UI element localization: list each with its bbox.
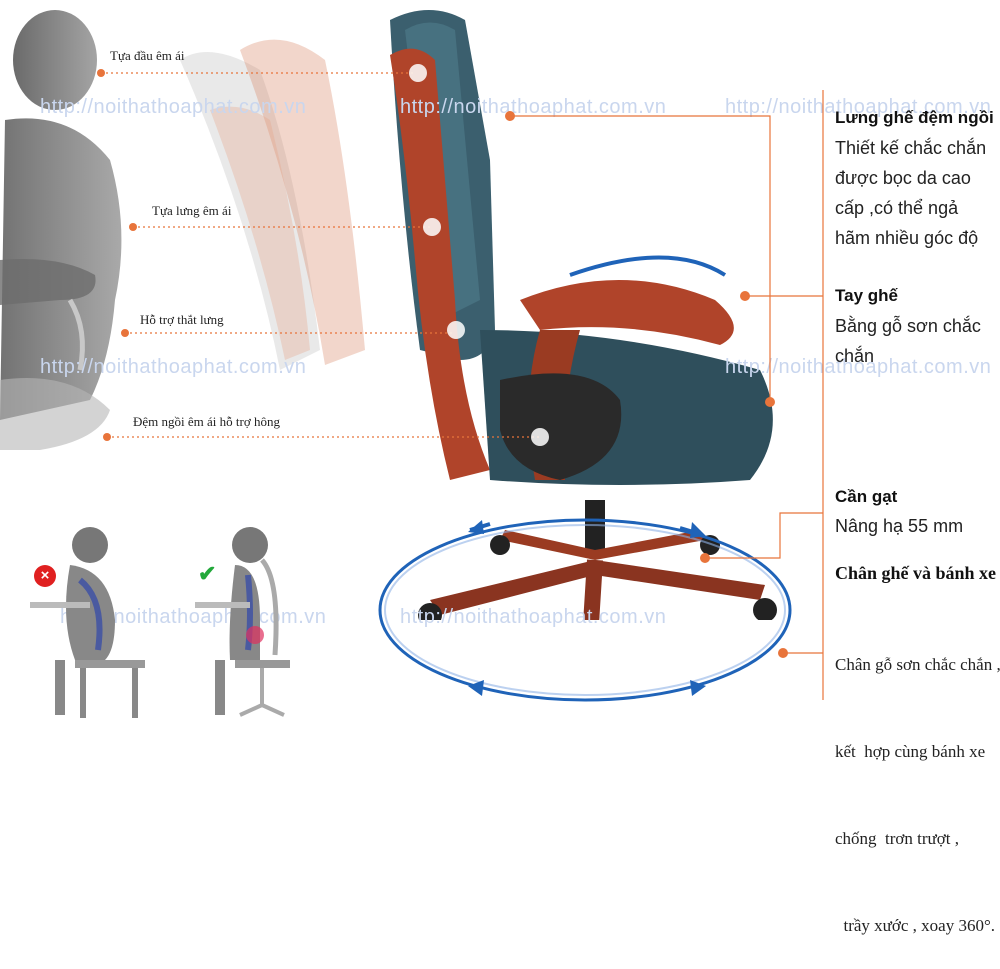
feature-base-title: Chân ghế và bánh xe <box>835 563 997 583</box>
feature-base-line: trầy xước , xoay 360°. <box>835 916 996 935</box>
feature-seat-back-title: Lưng ghế đệm ngồi <box>835 108 994 127</box>
feature-armrest-desc: Bằng gỗ sơn chắc chắn <box>835 311 1000 371</box>
watermark-text: http://noithathoaphat.com.vn <box>725 96 992 118</box>
correct-posture-figure <box>195 527 290 717</box>
feature-armrest-line: Bằng gỗ sơn chắc <box>835 316 981 336</box>
feature-seat-back-line: hãm nhiều góc độ <box>835 228 979 248</box>
rotation-360-indicator <box>378 518 792 702</box>
human-silhouette <box>0 10 122 450</box>
feature-armrest-title: Tay ghế <box>835 286 898 305</box>
feature-seat-back-line: Thiết kế chắc chắn <box>835 138 987 158</box>
label-headrest: Tựa đầu êm ái <box>110 48 185 63</box>
left-leader-lines <box>97 64 549 446</box>
watermark-text: http://noithathoaphat.com.vn <box>40 96 307 118</box>
label-backrest: Tựa lưng êm ái <box>152 203 232 218</box>
feature-lever-title: Cần gạt <box>835 487 898 506</box>
watermark-text: http://noithathoaphat.com.vn <box>40 356 307 378</box>
watermark-text: http://noithathoaphat.com.vn <box>400 96 667 118</box>
feature-seat-back-line: được bọc da cao <box>835 168 971 188</box>
right-leader-lines <box>505 90 824 700</box>
feature-lever-line: Nâng hạ 55 mm <box>835 516 964 536</box>
watermark-text: http://noithathoaphat.com.vn <box>725 356 992 378</box>
feature-base-line: kết hợp cùng bánh xe <box>835 742 986 761</box>
correct-posture-icon: ✔ <box>198 561 217 586</box>
label-lumbar: Hỗ trợ thắt lưng <box>140 312 224 327</box>
wrong-posture-figure <box>30 527 145 718</box>
wrong-posture-icon: × <box>34 565 56 587</box>
feature-base-desc: Chân gỗ sơn chắc chắn , kết hợp cùng bán… <box>835 592 1000 969</box>
feature-base-line: Chân gỗ sơn chắc chắn , <box>835 655 1000 674</box>
watermark-text: http://noithathoaphat.com.vn <box>400 606 667 628</box>
label-seat: Đệm ngồi êm ái hỗ trợ hông <box>133 414 280 429</box>
office-chair-image <box>390 10 777 620</box>
feature-seat-back-line: cấp ,có thể ngả <box>835 198 959 218</box>
feature-base-line: chống trơn trượt , <box>835 829 959 848</box>
feature-lever-desc: Nâng hạ 55 mm <box>835 511 1000 541</box>
feature-seat-back-desc: Thiết kế chắc chắn được bọc da cao cấp ,… <box>835 133 1000 253</box>
feature-armrest-line: chắn <box>835 346 875 366</box>
chair-recline-ghost <box>180 39 365 370</box>
